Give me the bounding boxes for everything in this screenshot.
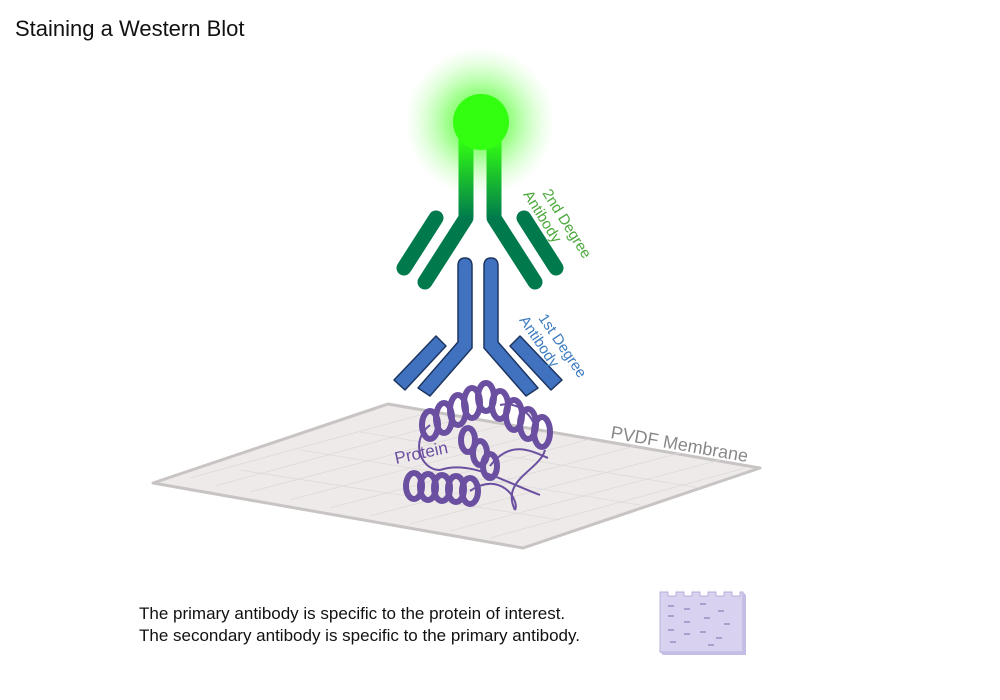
caption-line-2: The secondary antibody is specific to th… <box>139 626 580 645</box>
page-title: Staining a Western Blot <box>15 16 245 41</box>
primary-antibody <box>393 257 563 397</box>
gel-icon <box>659 591 746 655</box>
caption-line-1: The primary antibody is specific to the … <box>139 604 566 623</box>
caption: The primary antibody is specific to the … <box>139 603 580 647</box>
fluorescent-tag <box>453 94 509 150</box>
secondary-antibody <box>396 47 564 290</box>
protein <box>403 380 553 511</box>
